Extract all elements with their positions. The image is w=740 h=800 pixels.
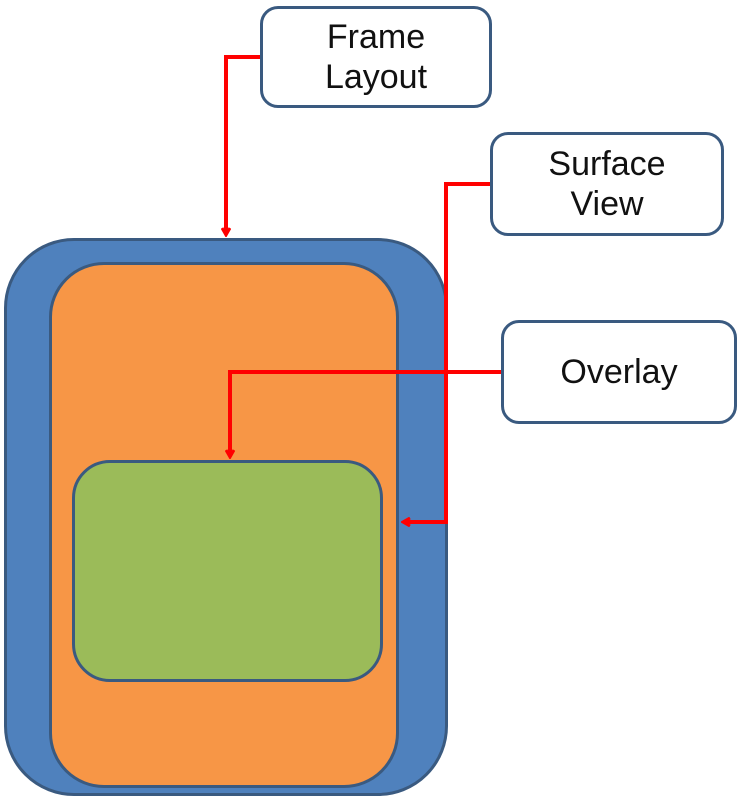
overlay-shape [72,460,383,682]
frame-layout-arrow [226,55,260,234]
frame-layout-label-box: Frame Layout [260,6,492,108]
overlay-label-box: Overlay [501,320,737,424]
surface-view-label: Surface View [548,145,666,223]
frame-layout-label: Frame Layout [324,18,428,96]
overlay-label: Overlay [560,353,678,391]
surface-view-label-box: Surface View [490,132,724,236]
